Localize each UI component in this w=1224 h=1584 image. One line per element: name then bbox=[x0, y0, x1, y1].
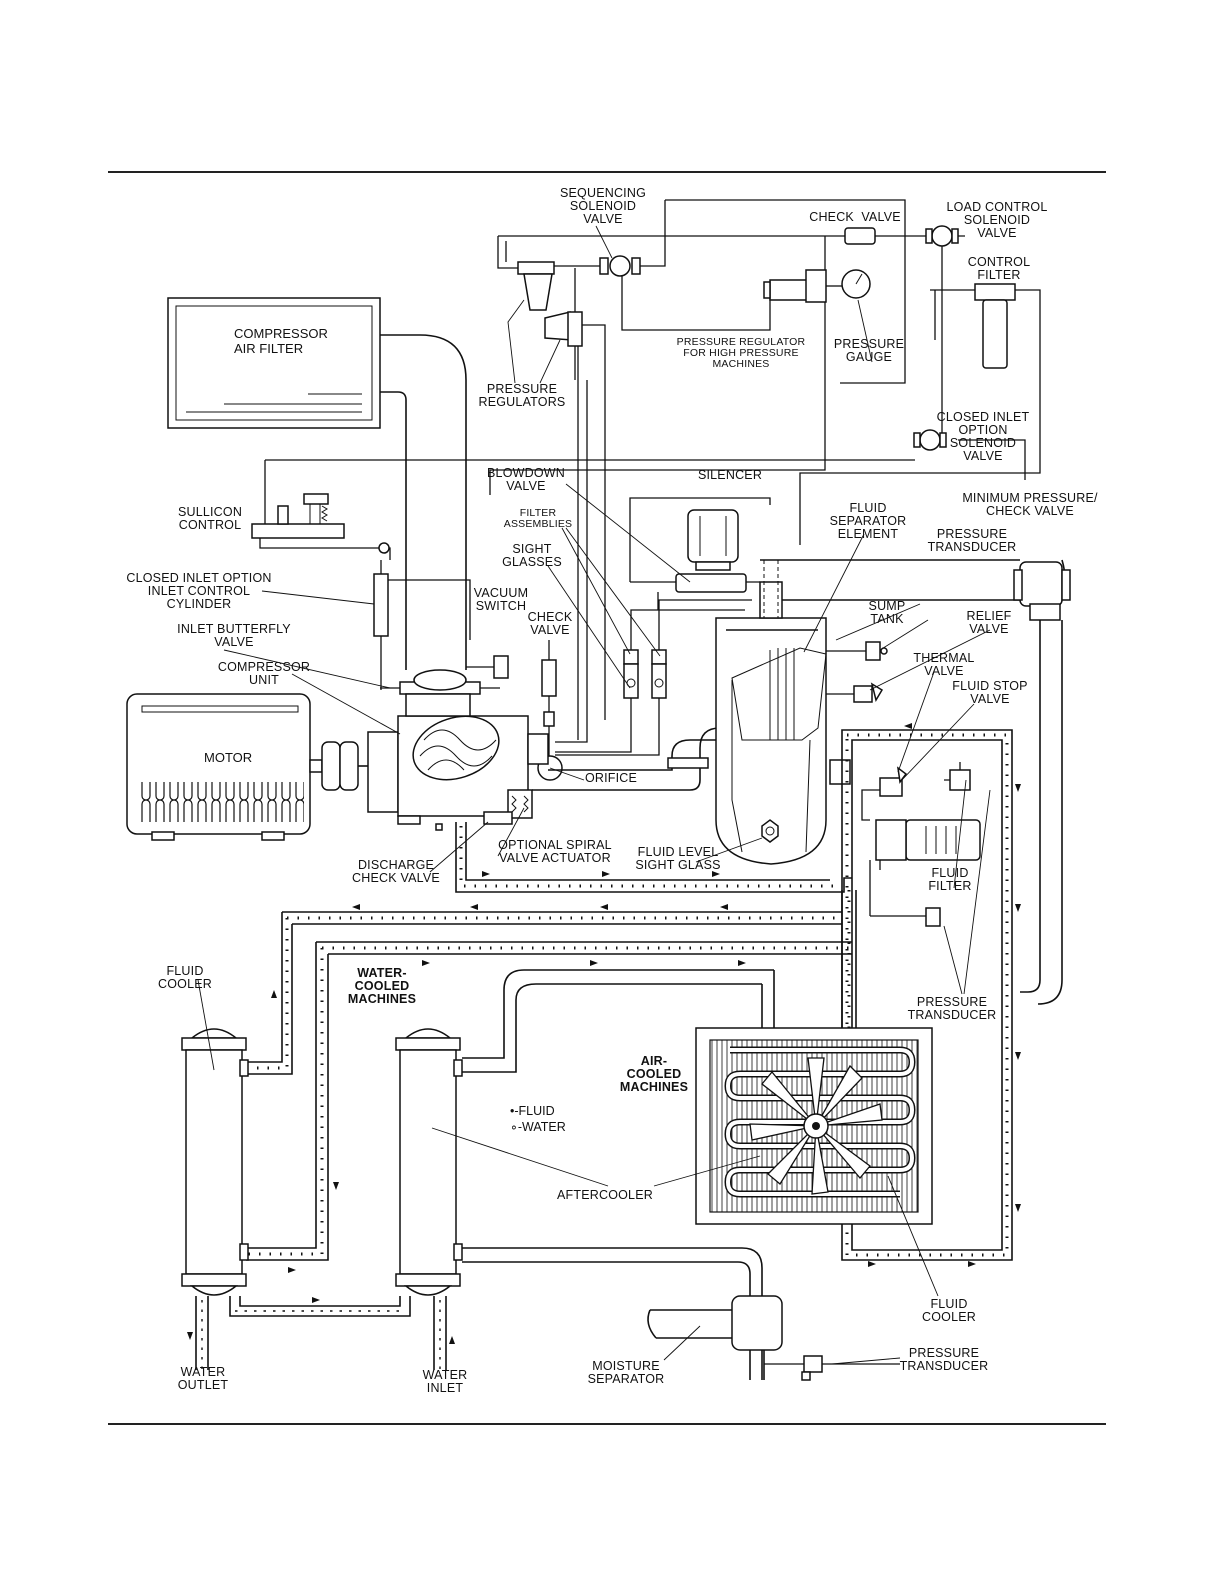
minimum-pressure-check-valve bbox=[1013, 561, 1071, 621]
label-water-inlet: WATER INLET bbox=[422, 1368, 468, 1395]
label-thermal-valve: THERMAL VALVE bbox=[913, 651, 975, 678]
vacuum-switch bbox=[466, 655, 509, 679]
label-control-filter: CONTROL FILTER bbox=[967, 255, 1031, 282]
label-orifice: ORIFICE bbox=[584, 771, 638, 785]
leader-lines bbox=[197, 225, 991, 1365]
load-control-solenoid-valve bbox=[925, 225, 959, 247]
label-check-valve-mid: CHECK VALVE bbox=[527, 610, 573, 637]
label-fluid-filter: FLUID FILTER bbox=[928, 866, 972, 893]
label-pressure-transducer-top: PRESSURE TRANSDUCER bbox=[927, 527, 1017, 554]
label-check-valve-top: CHECK VALVE bbox=[809, 210, 901, 224]
label-closed-inlet-option-cylinder: CLOSED INLET OPTION INLET CONTROL CYLIND… bbox=[126, 571, 272, 611]
discharge-pipe bbox=[532, 727, 721, 791]
sullicon-control bbox=[251, 493, 391, 560]
filter-assemblies bbox=[623, 649, 667, 665]
pressure-gauge bbox=[826, 269, 871, 299]
label-fluid-level-sight-glass: FLUID LEVEL SIGHT GLASS bbox=[635, 845, 721, 872]
label-motor: MOTOR bbox=[204, 750, 253, 765]
label-pressure-transducer-bottom: PRESSURE TRANSDUCER bbox=[899, 1346, 989, 1373]
pressure-regulators bbox=[517, 261, 583, 347]
sump-tank bbox=[715, 560, 827, 865]
fluid-filter bbox=[875, 819, 981, 861]
label-silencer: SILENCER bbox=[697, 468, 763, 482]
moisture-separator bbox=[647, 1295, 783, 1380]
label-water-outlet: WATER OUTLET bbox=[177, 1365, 229, 1392]
label-pressure-regulators: PRESSURE REGULATORS bbox=[478, 382, 566, 409]
label-pressure-gauge: PRESSURE GAUGE bbox=[833, 337, 905, 364]
label-closed-inlet-option-solenoid-valve: CLOSED INLET OPTION SOLENOID VALVE bbox=[936, 410, 1030, 463]
label-sump-tank: SUMP TANK bbox=[868, 599, 906, 626]
label-pressure-regulator-high: PRESSURE REGULATOR FOR HIGH PRESSURE MAC… bbox=[676, 336, 806, 370]
label-blowdown-valve: BLOWDOWN VALVE bbox=[487, 466, 565, 493]
label-filter-assemblies: FILTER ASSEMBLIES bbox=[503, 507, 573, 530]
pressure-transducer-sump bbox=[826, 641, 888, 661]
fan-icon bbox=[749, 1057, 883, 1195]
inlet-butterfly-valve bbox=[380, 669, 500, 695]
air-cooled-cooler bbox=[695, 1027, 933, 1225]
label-water-cooled-machines: WATER- COOLED MACHINES bbox=[347, 966, 417, 1006]
water-piping bbox=[195, 1296, 447, 1370]
silencer bbox=[687, 509, 739, 571]
sight-glasses bbox=[555, 599, 752, 756]
label-vacuum-switch: VACUUM SWITCH bbox=[473, 586, 529, 613]
legend-water: ∘-WATER bbox=[510, 1120, 566, 1134]
label-inlet-butterfly-valve: INLET BUTTERFLY VALVE bbox=[177, 622, 291, 649]
pressure-transducer-filter bbox=[870, 907, 941, 927]
label-minimum-pressure-check-valve: MINIMUM PRESSURE/ CHECK VALVE bbox=[962, 491, 1098, 518]
motor bbox=[126, 693, 368, 841]
fluid-stop-valve bbox=[944, 762, 971, 791]
label-relief-valve: RELIEF VALVE bbox=[966, 609, 1012, 636]
label-discharge-check-valve: DISCHARGE CHECK VALVE bbox=[352, 858, 440, 885]
label-fluid-cooler-left: FLUID COOLER bbox=[158, 964, 212, 991]
label-air-cooled-machines: AIR- COOLED MACHINES bbox=[619, 1054, 689, 1094]
inlet-control-cylinder bbox=[373, 560, 471, 690]
label-fluid-cooler-right: FLUID COOLER bbox=[922, 1297, 976, 1324]
label-fluid-stop-valve: FLUID STOP VALVE bbox=[952, 679, 1028, 706]
flow-arrows bbox=[187, 723, 1021, 1344]
label-optional-spiral-valve-actuator: OPTIONAL SPIRAL VALVE ACTUATOR bbox=[498, 838, 612, 865]
label-sight-glasses: SIGHT GLASSES bbox=[502, 542, 562, 569]
label-load-control-solenoid-valve: LOAD CONTROL SOLENOID VALVE bbox=[946, 200, 1048, 240]
label-moisture-separator: MOISTURE SEPARATOR bbox=[587, 1359, 665, 1386]
discharge-check-valve bbox=[483, 811, 513, 825]
fluid-cooler-water bbox=[181, 1028, 249, 1296]
closed-inlet-option-solenoid-valve bbox=[913, 429, 947, 451]
mid-check-valve bbox=[541, 640, 557, 768]
top-check-valve bbox=[844, 227, 876, 245]
label-aftercooler: AFTERCOOLER bbox=[557, 1188, 653, 1202]
compressor-unit bbox=[367, 693, 549, 831]
legend-fluid: •-FLUID bbox=[510, 1104, 555, 1118]
compressor-air-filter bbox=[167, 297, 467, 670]
label-compressor-unit: COMPRESSOR UNIT bbox=[217, 660, 311, 687]
high-pressure-regulator bbox=[763, 269, 827, 303]
label-fluid-separator-element: FLUID SEPARATOR ELEMENT bbox=[829, 501, 907, 541]
label-sullicon-control: SULLICON CONTROL bbox=[177, 505, 243, 532]
bottom-rule bbox=[108, 1423, 1106, 1425]
relief-valve bbox=[826, 682, 884, 703]
top-rule bbox=[108, 171, 1106, 173]
label-compressor-air-filter: COMPRESSOR AIR FILTER bbox=[234, 326, 328, 356]
sequencing-solenoid-valve bbox=[599, 255, 641, 277]
aftercooler bbox=[395, 969, 775, 1380]
label-sequencing-solenoid-valve: SEQUENCING SOLENOID VALVE bbox=[559, 186, 647, 226]
blowdown-valve bbox=[629, 497, 771, 610]
label-pressure-transducer-right: PRESSURE TRANSDUCER bbox=[907, 995, 997, 1022]
thermal-valve bbox=[829, 759, 908, 797]
control-filter bbox=[974, 283, 1016, 369]
